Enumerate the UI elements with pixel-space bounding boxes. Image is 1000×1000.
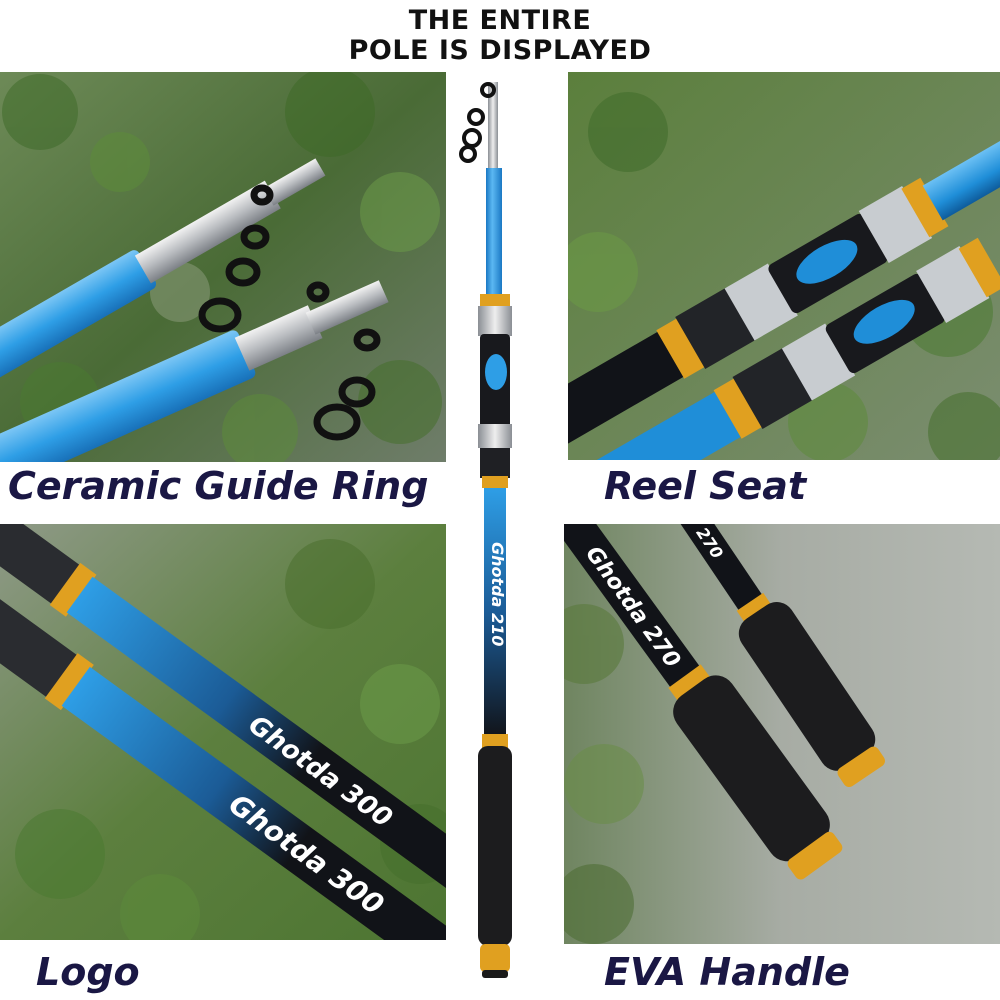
guide-ring-photo xyxy=(0,72,446,462)
reel-seat-photo xyxy=(568,72,1000,460)
header-title: THE ENTIRE POLE IS DISPLAYED xyxy=(0,6,1000,66)
eva-handle-photo: 270 Ghotda 270 xyxy=(564,524,1000,944)
header-line-1: THE ENTIRE xyxy=(408,5,592,36)
caption-eva-handle: EVA Handle xyxy=(604,950,850,994)
rod-label-center: Ghotda 210 xyxy=(488,542,507,646)
caption-logo: Logo xyxy=(36,950,140,994)
caption-reel-seat: Reel Seat xyxy=(604,464,807,508)
header-line-2: POLE IS DISPLAYED xyxy=(348,35,652,66)
caption-guide-ring: Ceramic Guide Ring xyxy=(8,464,429,508)
full-pole-image: Ghotda 210 xyxy=(448,72,558,990)
logo-photo: Ghotda 300 Ghotda 300 xyxy=(0,524,446,940)
